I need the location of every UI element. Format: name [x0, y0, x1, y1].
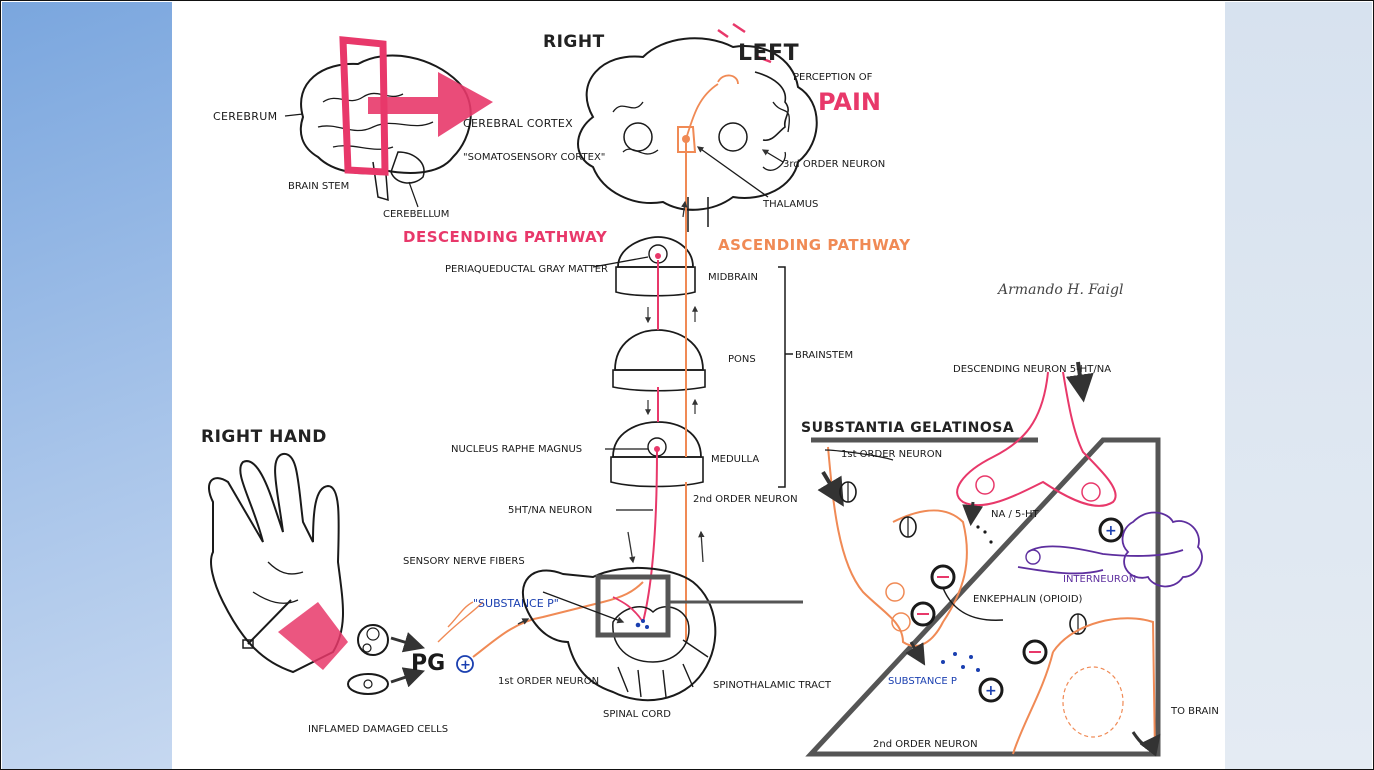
svg-text:+: + [985, 683, 997, 699]
descending-neuron-label: DESCENDING NEURON 5-HT/NA [953, 364, 1111, 375]
right-gradient-band [1224, 2, 1372, 770]
pain-title: PAIN [818, 88, 881, 116]
left-gradient-band [2, 2, 172, 770]
right-title: RIGHT [543, 32, 605, 52]
to-brain-label: TO BRAIN [1170, 706, 1219, 717]
spinal-cord-label: SPINAL CORD [603, 709, 671, 720]
spinothalamic-label: SPINOTHALAMIC TRACT [713, 680, 832, 691]
ascending-pathway-title: ASCENDING PATHWAY [718, 236, 911, 254]
inflamed-cells-label: INFLAMED DAMAGED CELLS [308, 724, 448, 735]
right-hand-title: RIGHT HAND [201, 427, 327, 447]
medulla-label: MEDULLA [711, 454, 759, 465]
midbrain-label: MIDBRAIN [708, 272, 758, 283]
substance-p-quote-label: "SUBSTANCE P" [473, 597, 559, 610]
interneuron-label: INTERNEURON [1063, 574, 1136, 585]
na-5ht-label: NA / 5-HT [991, 509, 1040, 520]
diagram-svg: CEREBRUM CEREBRAL CORTEX "SOMATOSENSORY … [173, 2, 1225, 770]
perception-of-label: PERCEPTION OF [793, 72, 873, 83]
substantia-gelatinosa-title: SUBSTANTIA GELATINOSA [801, 420, 1014, 436]
brain-stem-label: BRAIN STEM [288, 181, 349, 192]
brainstem-label: BRAINSTEM [795, 350, 853, 361]
fiveht-na-neuron-label: 5HT/NA NEURON [508, 505, 592, 516]
thalamus-label: THALAMUS [762, 199, 818, 210]
pg-label: PG [411, 651, 445, 676]
zoom-box [598, 577, 668, 635]
first-order-neuron-label: 1st ORDER NEURON [498, 676, 599, 687]
sg-substance-p-label: SUBSTANCE P [888, 676, 957, 687]
author-signature: Armando H. Faigl [996, 282, 1123, 298]
cerebellum-label: CEREBELLUM [383, 209, 449, 220]
svg-text:+: + [460, 658, 471, 673]
sensory-nerve-fibers-label: SENSORY NERVE FIBERS [403, 556, 525, 567]
second-order-neuron-label: 2nd ORDER NEURON [693, 494, 798, 505]
descending-pathway-title: DESCENDING PATHWAY [403, 228, 608, 246]
enkephalin-label: ENKEPHALIN (OPIOID) [973, 594, 1083, 605]
cerebrum-label: CEREBRUM [213, 110, 277, 123]
cerebral-cortex-label: CEREBRAL CORTEX [463, 117, 573, 130]
svg-text:+: + [1105, 523, 1117, 539]
nucleus-raphe-label: NUCLEUS RAPHE MAGNUS [451, 444, 582, 455]
periaqueductal-label: PERIAQUEDUCTAL GRAY MATTER [445, 264, 608, 275]
sg-second-order-label: 2nd ORDER NEURON [873, 739, 978, 750]
left-title: LEFT [738, 41, 799, 66]
face-profile-icon [755, 72, 788, 140]
pons-label: PONS [728, 354, 756, 365]
pain-pathway-diagram: CEREBRUM CEREBRAL CORTEX "SOMATOSENSORY … [173, 2, 1225, 770]
sg-first-order-label: 1st ORDER NEURON [841, 449, 942, 460]
third-order-neuron-label: 3rd ORDER NEURON [783, 159, 885, 170]
